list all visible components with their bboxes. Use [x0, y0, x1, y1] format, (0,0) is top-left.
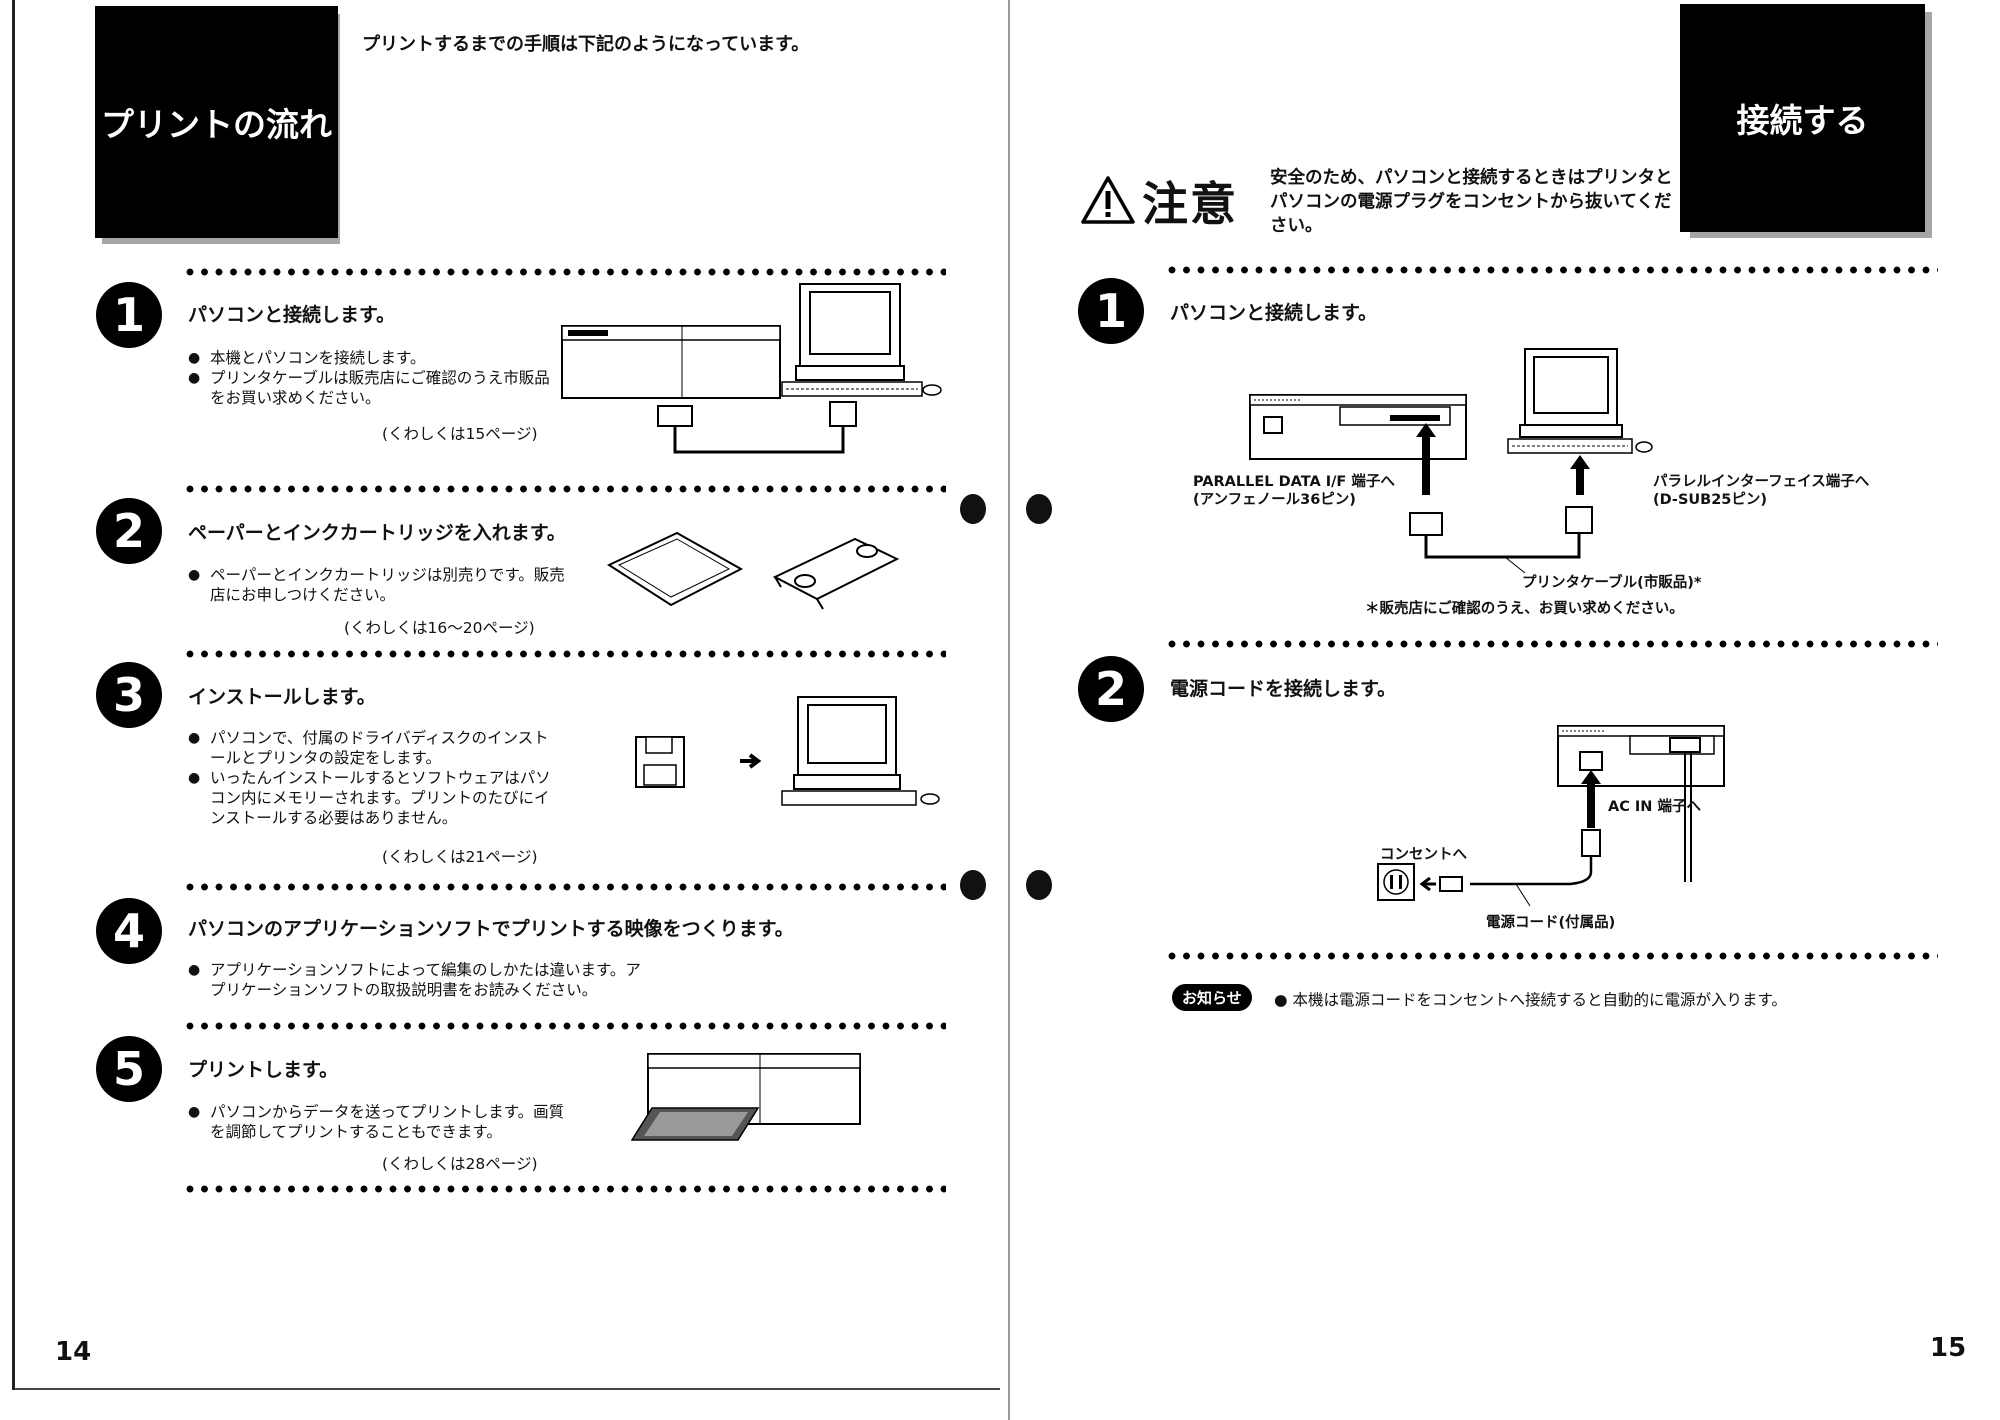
- dotted-divider: [1168, 266, 1938, 274]
- page-title-box: 接続する: [1680, 4, 1925, 232]
- step-number-badge: 1: [1078, 278, 1144, 344]
- page-title-box: プリントの流れ: [95, 6, 338, 238]
- page-edge-shadow: [12, 0, 15, 1390]
- pc-port-label-line2: (D-SUB25ピン): [1653, 492, 1768, 508]
- notice-badge: お知らせ: [1172, 984, 1252, 1011]
- page-bottom-edge: [15, 1388, 1000, 1390]
- step-number-badge: 1: [96, 282, 162, 348]
- bullet-item: パソコンで、付属のドライバディスクのインストールとプリンタの設定をします。: [188, 728, 560, 768]
- step-number-badge: 4: [96, 898, 162, 964]
- bullet-item: プリンタケーブルは販売店にご確認のうえ市販品をお買い求めください。: [188, 368, 560, 408]
- page-reference: (くわしくは15ページ): [382, 425, 538, 443]
- step-heading: プリントします。: [188, 1059, 339, 1081]
- step-bullets: パソコンで、付属のドライバディスクのインストールとプリンタの設定をします。 いっ…: [188, 728, 560, 828]
- bullet-item: いったんインストールするとソフトウェアはパソコン内にメモリーされます。プリントの…: [188, 768, 560, 828]
- step-bullets: パソコンからデータを送ってプリントします。画質を調節してプリントすることもできま…: [188, 1102, 568, 1142]
- dotted-divider: [186, 1022, 946, 1030]
- step-heading: インストールします。: [188, 686, 376, 708]
- power-cord-diagram: [1377, 725, 1725, 907]
- step-bullets: ペーパーとインクカートリッジは別売りです。販売店にお申しつけください。: [188, 565, 568, 605]
- power-cord-label: 電源コード(付属品): [1486, 915, 1616, 931]
- step-heading: ペーパーとインクカートリッジを入れます。: [188, 522, 566, 544]
- left-page: プリントの流れ プリントするまでの手順は下記のようになっています。 1 パソコン…: [0, 0, 1010, 1420]
- printer-cable-label: プリンタケーブル(市販品)*: [1522, 575, 1702, 591]
- parallel-port-label-line1: PARALLEL DATA I/F 端子へ: [1193, 474, 1395, 490]
- page-reference: (くわしくは16〜20ページ): [344, 619, 535, 637]
- dotted-divider: [1168, 640, 1938, 648]
- binding-hole: [960, 870, 986, 900]
- dotted-divider: [186, 268, 946, 276]
- parallel-port-label-line2: (アンフェノール36ピン): [1193, 492, 1356, 508]
- page-reference: (くわしくは21ページ): [382, 848, 538, 866]
- printing-illustration: [630, 1053, 861, 1141]
- warning-triangle-icon: [1081, 176, 1135, 224]
- right-page: 接続する 注意 安全のため、パソコンと接続するときはプリンタとパソコンの電源プラ…: [1010, 0, 2000, 1420]
- dotted-divider: [186, 1185, 946, 1193]
- step-heading: パソコンと接続します。: [188, 304, 396, 326]
- binding-hole: [1026, 870, 1052, 900]
- page-number: 15: [1930, 1333, 1967, 1363]
- printer-pc-connection-illustration: [561, 283, 942, 454]
- page-reference: (くわしくは28ページ): [382, 1155, 538, 1173]
- notice-text: ● 本機は電源コードをコンセントへ接続すると自動的に電源が入ります。: [1274, 991, 1787, 1009]
- bullet-item: 本機とパソコンを接続します。: [188, 348, 560, 368]
- bullet-item: ペーパーとインクカートリッジは別売りです。販売店にお申しつけください。: [188, 565, 568, 605]
- notice-text-content: 本機は電源コードをコンセントへ接続すると自動的に電源が入ります。: [1292, 991, 1787, 1009]
- page-number: 14: [55, 1337, 92, 1367]
- binding-hole: [1026, 494, 1052, 524]
- page-title: 接続する: [1736, 101, 1869, 140]
- bullet-item: アプリケーションソフトによって編集のしかたは違います。アプリケーションソフトの取…: [188, 960, 648, 1000]
- page-title: プリントの流れ: [101, 105, 332, 144]
- book-spine: [1008, 0, 1010, 1420]
- driver-disk-install-illustration: [635, 696, 940, 806]
- step-number-badge: 2: [96, 498, 162, 564]
- outlet-label: コンセントへ: [1380, 847, 1467, 863]
- step-heading: パソコンのアプリケーションソフトでプリントする映像をつくります。: [188, 918, 794, 940]
- pc-port-label: パラレルインターフェイス端子へ (D-SUB25ピン): [1653, 473, 1869, 509]
- bullet-item: パソコンからデータを送ってプリントします。画質を調節してプリントすることもできま…: [188, 1102, 568, 1142]
- paper-and-ink-cartridge-illustration: [606, 531, 900, 610]
- step-bullets: アプリケーションソフトによって編集のしかたは違います。アプリケーションソフトの取…: [188, 960, 648, 1000]
- parallel-port-label: PARALLEL DATA I/F 端子へ (アンフェノール36ピン): [1193, 473, 1395, 509]
- step-number-badge: 2: [1078, 656, 1144, 722]
- dotted-divider: [186, 485, 946, 493]
- dotted-divider: [1168, 952, 1938, 960]
- intro-text: プリントするまでの手順は下記のようになっています。: [362, 34, 810, 55]
- caution-text: 安全のため、パソコンと接続するときはプリンタとパソコンの電源プラグをコンセントか…: [1270, 168, 1673, 236]
- step-bullets: 本機とパソコンを接続します。 プリンタケーブルは販売店にご確認のうえ市販品をお買…: [188, 348, 560, 408]
- binding-hole: [960, 494, 986, 524]
- step-number-badge: 3: [96, 662, 162, 728]
- step-heading: 電源コードを接続します。: [1170, 678, 1397, 700]
- dotted-divider: [186, 883, 946, 891]
- cable-footnote: ＊販売店にご確認のうえ、お買い求めください。: [1365, 601, 1684, 617]
- dotted-divider: [186, 650, 946, 658]
- step-number-badge: 5: [96, 1036, 162, 1102]
- acin-label: AC IN 端子へ: [1608, 799, 1701, 815]
- step-heading: パソコンと接続します。: [1170, 302, 1378, 324]
- printer-pc-cable-diagram: [1249, 348, 1653, 574]
- pc-port-label-line1: パラレルインターフェイス端子へ: [1653, 474, 1870, 490]
- caution-label: 注意: [1142, 177, 1238, 231]
